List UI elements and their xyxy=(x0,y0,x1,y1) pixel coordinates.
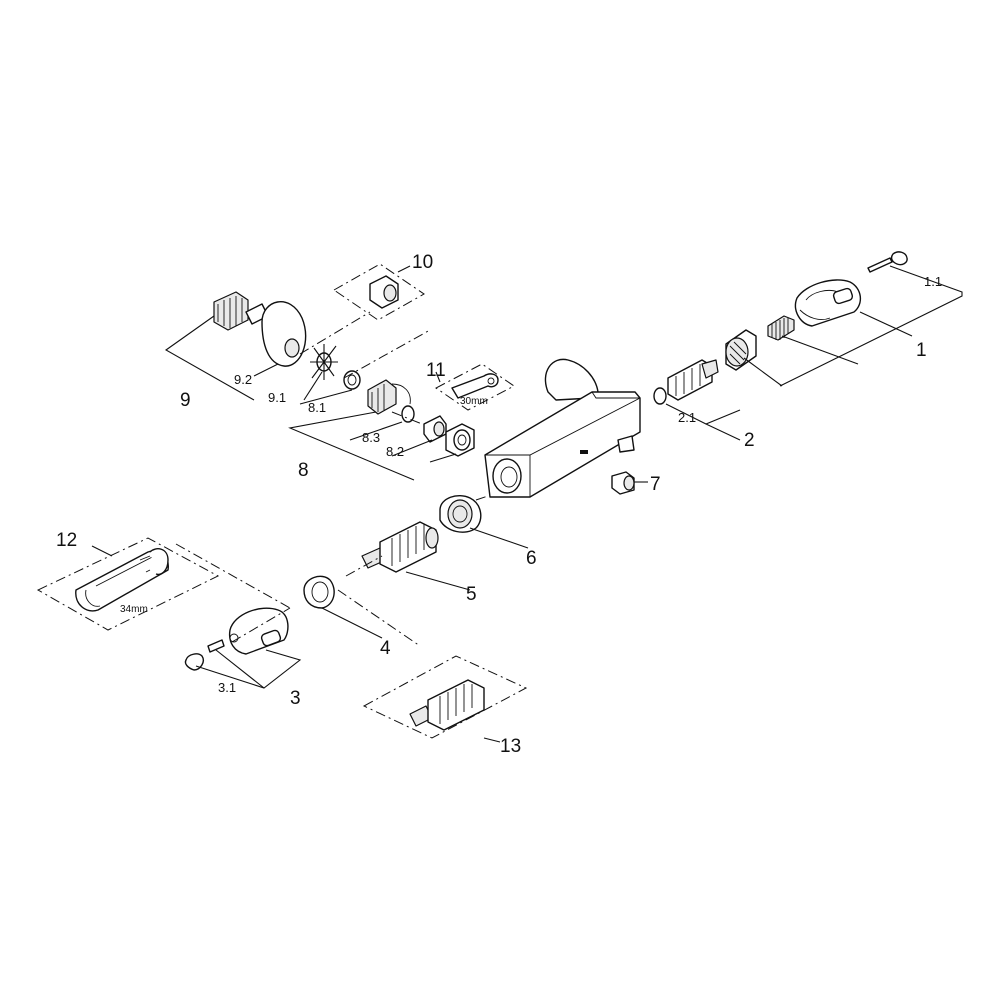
label-8-3: 8.3 xyxy=(362,430,380,445)
label-2-1: 2.1 xyxy=(678,410,696,425)
label-2: 2 xyxy=(744,430,755,451)
part-1-1-screw xyxy=(867,251,908,273)
label-5: 5 xyxy=(466,584,477,605)
label-1-1: 1.1 xyxy=(924,274,942,289)
part-8-3-sleeve xyxy=(423,415,447,443)
part-3-handle xyxy=(228,607,289,655)
part-13-cartridge-box xyxy=(362,655,528,739)
callout-lines xyxy=(91,265,963,743)
part-9-2-flange xyxy=(261,301,307,367)
part-12-key-box xyxy=(36,537,220,631)
label-6: 6 xyxy=(526,548,537,569)
assembly-axes xyxy=(175,311,489,647)
part-7-outlet-insert xyxy=(611,471,635,495)
label-9-1: 9.1 xyxy=(268,390,286,405)
label-1: 1 xyxy=(916,340,927,361)
label-8-1: 8.1 xyxy=(308,400,326,415)
label-9-2: 9.2 xyxy=(234,372,252,387)
label-3-1: 3.1 xyxy=(218,680,236,695)
label-8-2: 8.2 xyxy=(386,444,404,459)
label-10: 10 xyxy=(412,252,433,273)
part-9-connector xyxy=(213,291,269,331)
label-7: 7 xyxy=(650,474,661,495)
label-4: 4 xyxy=(380,638,391,659)
wrench-size-label: 30mm xyxy=(460,396,488,407)
part-1-filter-nut xyxy=(725,329,757,371)
callout-labels: 1 1.1 2 2.1 3 3.1 4 5 6 7 8 8.1 8.2 8.3 … xyxy=(56,252,942,757)
label-12: 12 xyxy=(56,530,77,551)
label-13: 13 xyxy=(500,736,521,757)
part-10-box xyxy=(333,263,425,321)
part-8-o-ring xyxy=(401,405,415,423)
key-size-label: 34mm xyxy=(120,604,148,615)
part-2-1-o-ring xyxy=(653,387,667,405)
part-5-cartridge xyxy=(361,521,439,573)
part-6-ring xyxy=(439,494,482,533)
part-2-cartridge xyxy=(667,359,719,401)
part-1-adapter xyxy=(767,315,795,341)
part-9-1-clip xyxy=(310,344,338,380)
mixer-body xyxy=(484,358,641,498)
part-11-wrench-box xyxy=(435,363,515,411)
label-3: 3 xyxy=(290,688,301,709)
label-11: 11 xyxy=(426,360,446,381)
part-3-1-screw xyxy=(184,639,225,671)
label-8: 8 xyxy=(298,460,309,481)
part-1-handle xyxy=(794,279,861,327)
part-4-ring xyxy=(303,575,335,609)
part-8-2-nut xyxy=(445,423,475,457)
label-9: 9 xyxy=(180,390,191,411)
part-8-1-union xyxy=(367,379,411,415)
